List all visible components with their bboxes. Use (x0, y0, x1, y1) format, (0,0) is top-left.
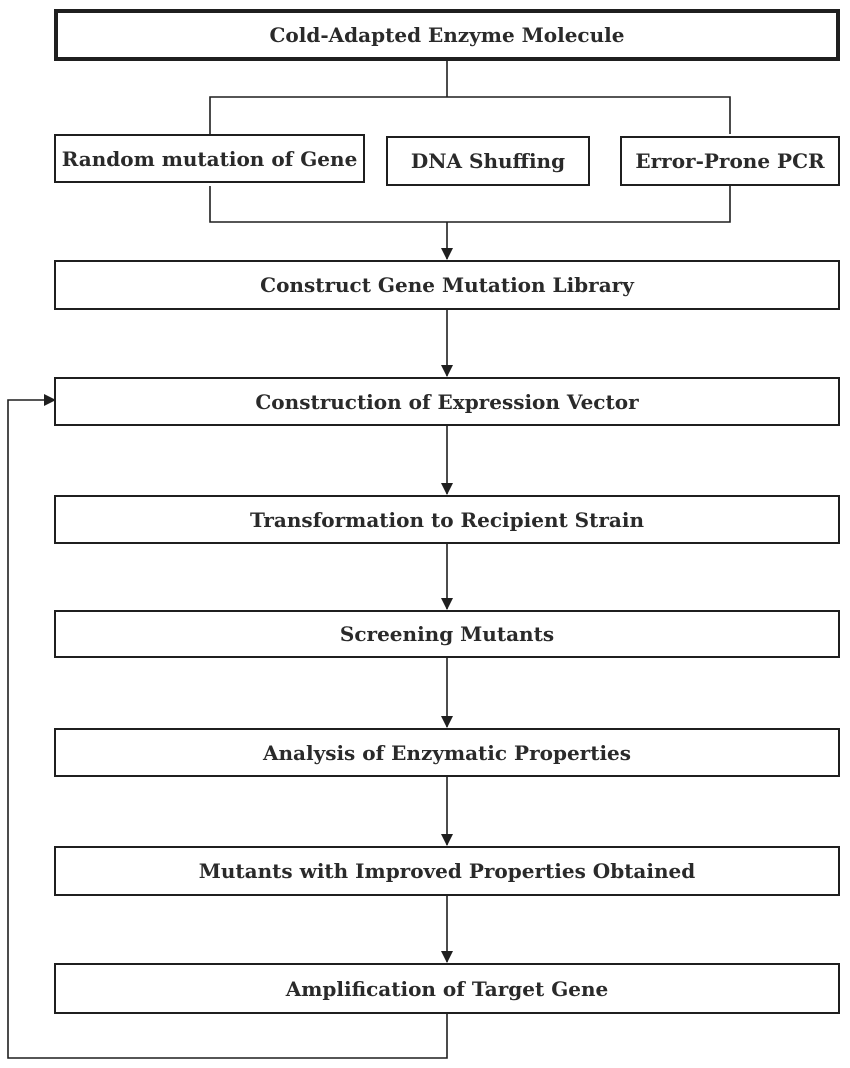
branch-bracket-top (209, 96, 731, 134)
feedback-loop-line (7, 394, 448, 1059)
node-label: Analysis of Enzymatic Properties (262, 740, 632, 765)
node-label: Mutants with Improved Properties Obtaine… (198, 859, 696, 883)
node-label: Error-Prone PCR (635, 149, 825, 173)
node-label: Amplification of Target Gene (285, 976, 609, 1001)
node-cold-adapted-enzyme: Cold-Adapted Enzyme Molecule (54, 9, 840, 61)
node-label: Screening Mutants (339, 622, 555, 646)
node-label: DNA Shuffing (410, 149, 566, 173)
node-label: Construct Gene Mutation Library (260, 273, 634, 297)
node-analysis-of-enzymatic-properties: Analysis of Enzymatic Properties (54, 728, 840, 777)
node-screening-mutants: Screening Mutants (54, 610, 840, 658)
node-amplification-of-target-gene: Amplification of Target Gene (54, 963, 840, 1014)
node-label: Transformation to Recipient Strain (249, 507, 645, 532)
node-label: Random mutation of Gene (61, 146, 358, 171)
node-dna-shuffling: DNA Shuffing (386, 136, 590, 186)
node-mutants-with-improved-properties: Mutants with Improved Properties Obtaine… (54, 846, 840, 896)
node-construction-of-expression-vector: Construction of Expression Vector (54, 377, 840, 426)
node-random-mutation: Random mutation of Gene (54, 134, 365, 183)
merge-bracket-bottom (209, 186, 731, 223)
node-construct-gene-mutation-library: Construct Gene Mutation Library (54, 260, 840, 310)
node-label: Construction of Expression Vector (255, 389, 639, 414)
node-error-prone-pcr: Error-Prone PCR (620, 136, 840, 186)
node-transformation-to-recipient-strain: Transformation to Recipient Strain (54, 495, 840, 544)
node-label: Cold-Adapted Enzyme Molecule (269, 23, 625, 47)
